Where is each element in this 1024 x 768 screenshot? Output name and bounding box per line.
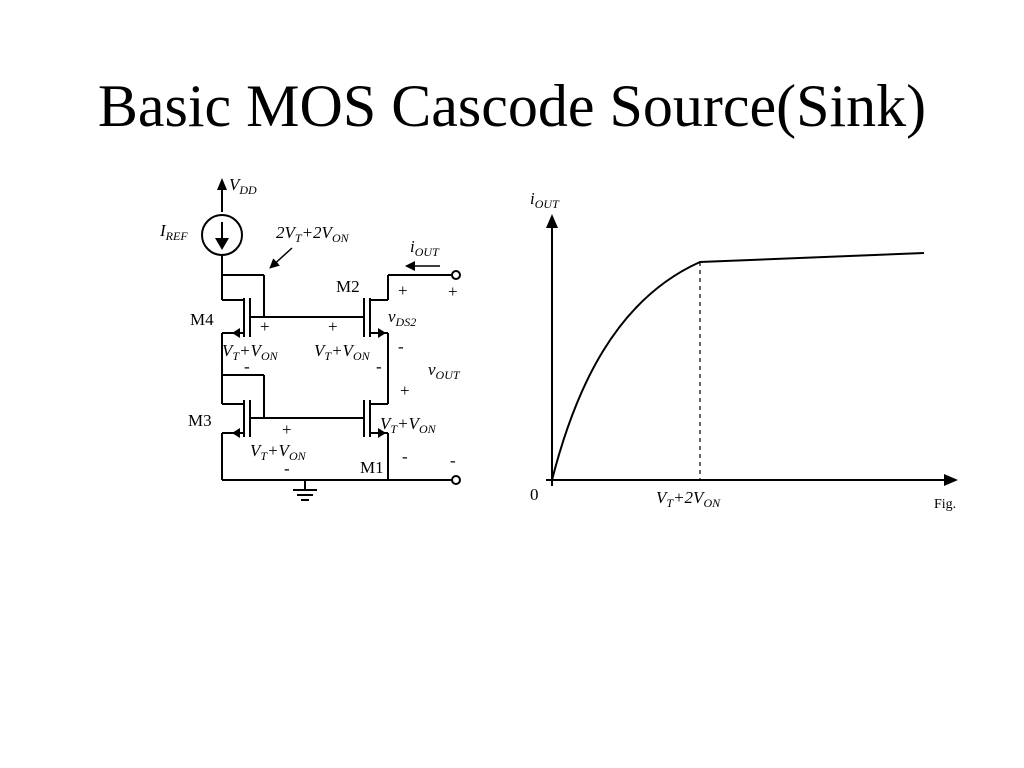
- svg-text:-: -: [398, 337, 404, 356]
- vt-von-label-m4: VT+VON: [222, 341, 279, 363]
- vdd-label: VDD: [229, 175, 257, 197]
- transistor-m4: [221, 275, 264, 338]
- bias-node-pointer: [269, 247, 293, 269]
- circuit-schematic: VDD IREF 2VT+2VON M4: [159, 175, 461, 501]
- svg-text:+: +: [282, 420, 292, 439]
- vt-von-label-m1: VT+VON: [380, 414, 437, 436]
- svg-text:+: +: [448, 282, 458, 301]
- fig-label: Fig.: [934, 497, 956, 512]
- bias-node-label: 2VT+2VON: [276, 223, 350, 245]
- output-terminal-top: [451, 270, 461, 280]
- graph-y-label: iOUT: [530, 189, 560, 211]
- svg-text:-: -: [376, 357, 382, 376]
- graph-x-marker-label: VT+2VON: [656, 488, 721, 510]
- m2-label: M2: [336, 277, 360, 296]
- y-axis-arrow-icon: [546, 214, 558, 228]
- svg-text:-: -: [402, 447, 408, 466]
- iout-graph: iOUT 0 VT+2VON Fig.: [530, 189, 958, 512]
- x-axis-arrow-icon: [944, 474, 958, 486]
- transistor-m3: [221, 375, 264, 438]
- svg-text:+: +: [328, 317, 338, 336]
- vt-von-label-m3: VT+VON: [250, 441, 307, 463]
- svg-text:-: -: [284, 459, 290, 478]
- vdd-arrow-icon: [217, 178, 227, 190]
- iref-label: IREF: [159, 221, 188, 243]
- svg-text:-: -: [244, 357, 250, 376]
- graph-origin-label: 0: [530, 485, 539, 504]
- svg-text:+: +: [398, 281, 408, 300]
- transistor-m2: [363, 275, 389, 338]
- svg-text:+: +: [260, 317, 270, 336]
- output-terminal-bottom: [451, 475, 461, 485]
- iout-label: iOUT: [410, 237, 440, 259]
- vds2-label: vDS2: [388, 307, 416, 329]
- svg-text:-: -: [450, 451, 456, 470]
- vt-von-label-m2: VT+VON: [314, 341, 371, 363]
- svg-text:+: +: [400, 381, 410, 400]
- slide-title: Basic MOS Cascode Source(Sink): [97, 73, 927, 139]
- iout-curve: [551, 252, 925, 481]
- vout-label: vOUT: [428, 360, 461, 382]
- m4-label: M4: [190, 310, 214, 329]
- m1-label: M1: [360, 458, 384, 477]
- m3-label: M3: [188, 411, 212, 430]
- transistor-m1: [363, 400, 389, 480]
- ground-icon: [293, 480, 317, 501]
